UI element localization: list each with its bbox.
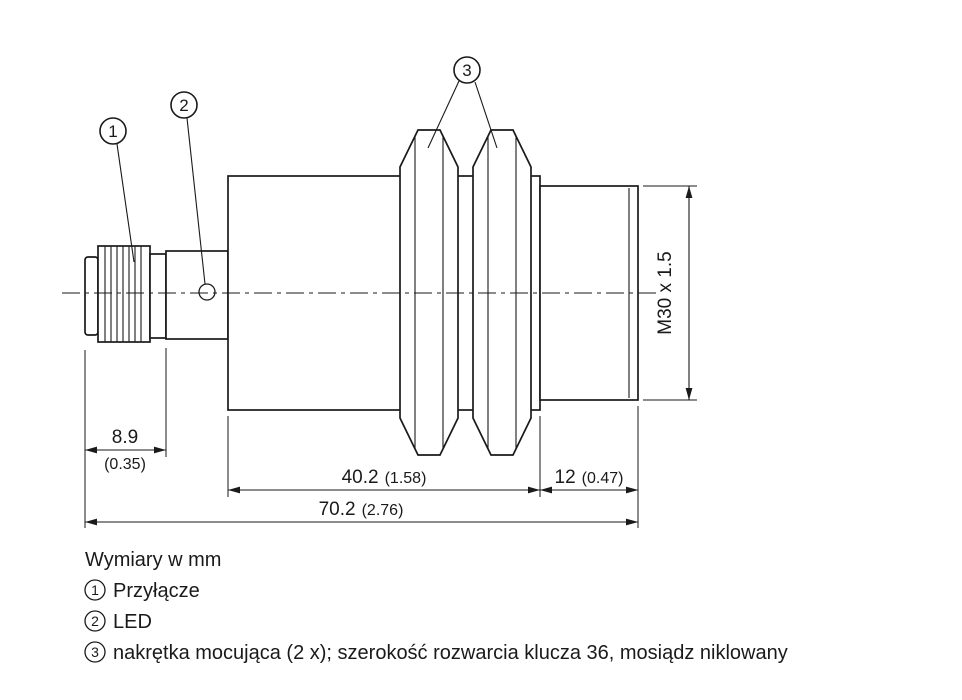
connector-end-cap [84,256,99,336]
callout-1: 1 [99,117,135,263]
legend-item-3-text: nakrętka mocująca (2 x); szerokość rozwa… [113,642,788,664]
callout-1-number: 1 [108,122,117,141]
callout-3: 3 [427,56,498,149]
dimension-head-label: 12(0.47) [555,467,624,488]
legend-item-1-text: Przyłącze [113,580,200,602]
legend-item-2-text: LED [113,611,152,633]
callout-3-number: 3 [462,61,471,80]
callout-3-circle [453,56,481,84]
legend-item-3: 3 nakrętka mocująca (2 x); szerokość roz… [84,641,788,664]
dimension-head: 12(0.47) [540,467,638,494]
connector [84,245,167,343]
legend-marker-1 [84,579,106,601]
connector-collar [149,253,167,339]
dimension-connector: 8.9 (0.35) [85,427,166,473]
dimension-thread: M30 x 1.5 [655,186,693,400]
legend-marker-3 [84,641,106,663]
callout-2-leader [186,117,206,285]
legend-marker-2 [84,610,106,632]
callout-2-circle [170,91,198,119]
callout-1-leader [116,143,135,263]
legend-marker-1-number: 1 [91,582,99,598]
dimension-total: 70.2(2.76) [85,499,638,526]
dimension-connector-mm: 8.9 [112,427,138,448]
callout-3-leader-b [474,81,498,149]
legend: Wymiary w mm 1 Przyłącze 2 LED 3 nakrętk… [84,549,788,664]
callout-3-leader-a [427,80,460,149]
sensor-neck [165,250,229,340]
dimension-connector-inch: (0.35) [104,456,146,473]
callout-2: 2 [170,91,206,285]
legend-item-1: 1 Przyłącze [84,579,200,602]
connector-knurl [97,245,151,343]
led-indicator [198,283,216,301]
connector-knurl-ridges [104,246,142,342]
extension-lines [84,185,697,528]
dimension-total-label: 70.2(2.76) [319,499,404,520]
thread-size-label: M30 x 1.5 [655,251,676,334]
callout-2-number: 2 [179,96,188,115]
legend-marker-2-number: 2 [91,613,99,629]
legend-marker-3-number: 3 [91,644,99,660]
legend-item-2: 2 LED [84,610,152,633]
callout-1-circle [99,117,127,145]
dimension-body: 40.2(1.58) [228,467,540,494]
dimension-body-label: 40.2(1.58) [342,467,427,488]
units-note: Wymiary w mm [85,549,221,571]
